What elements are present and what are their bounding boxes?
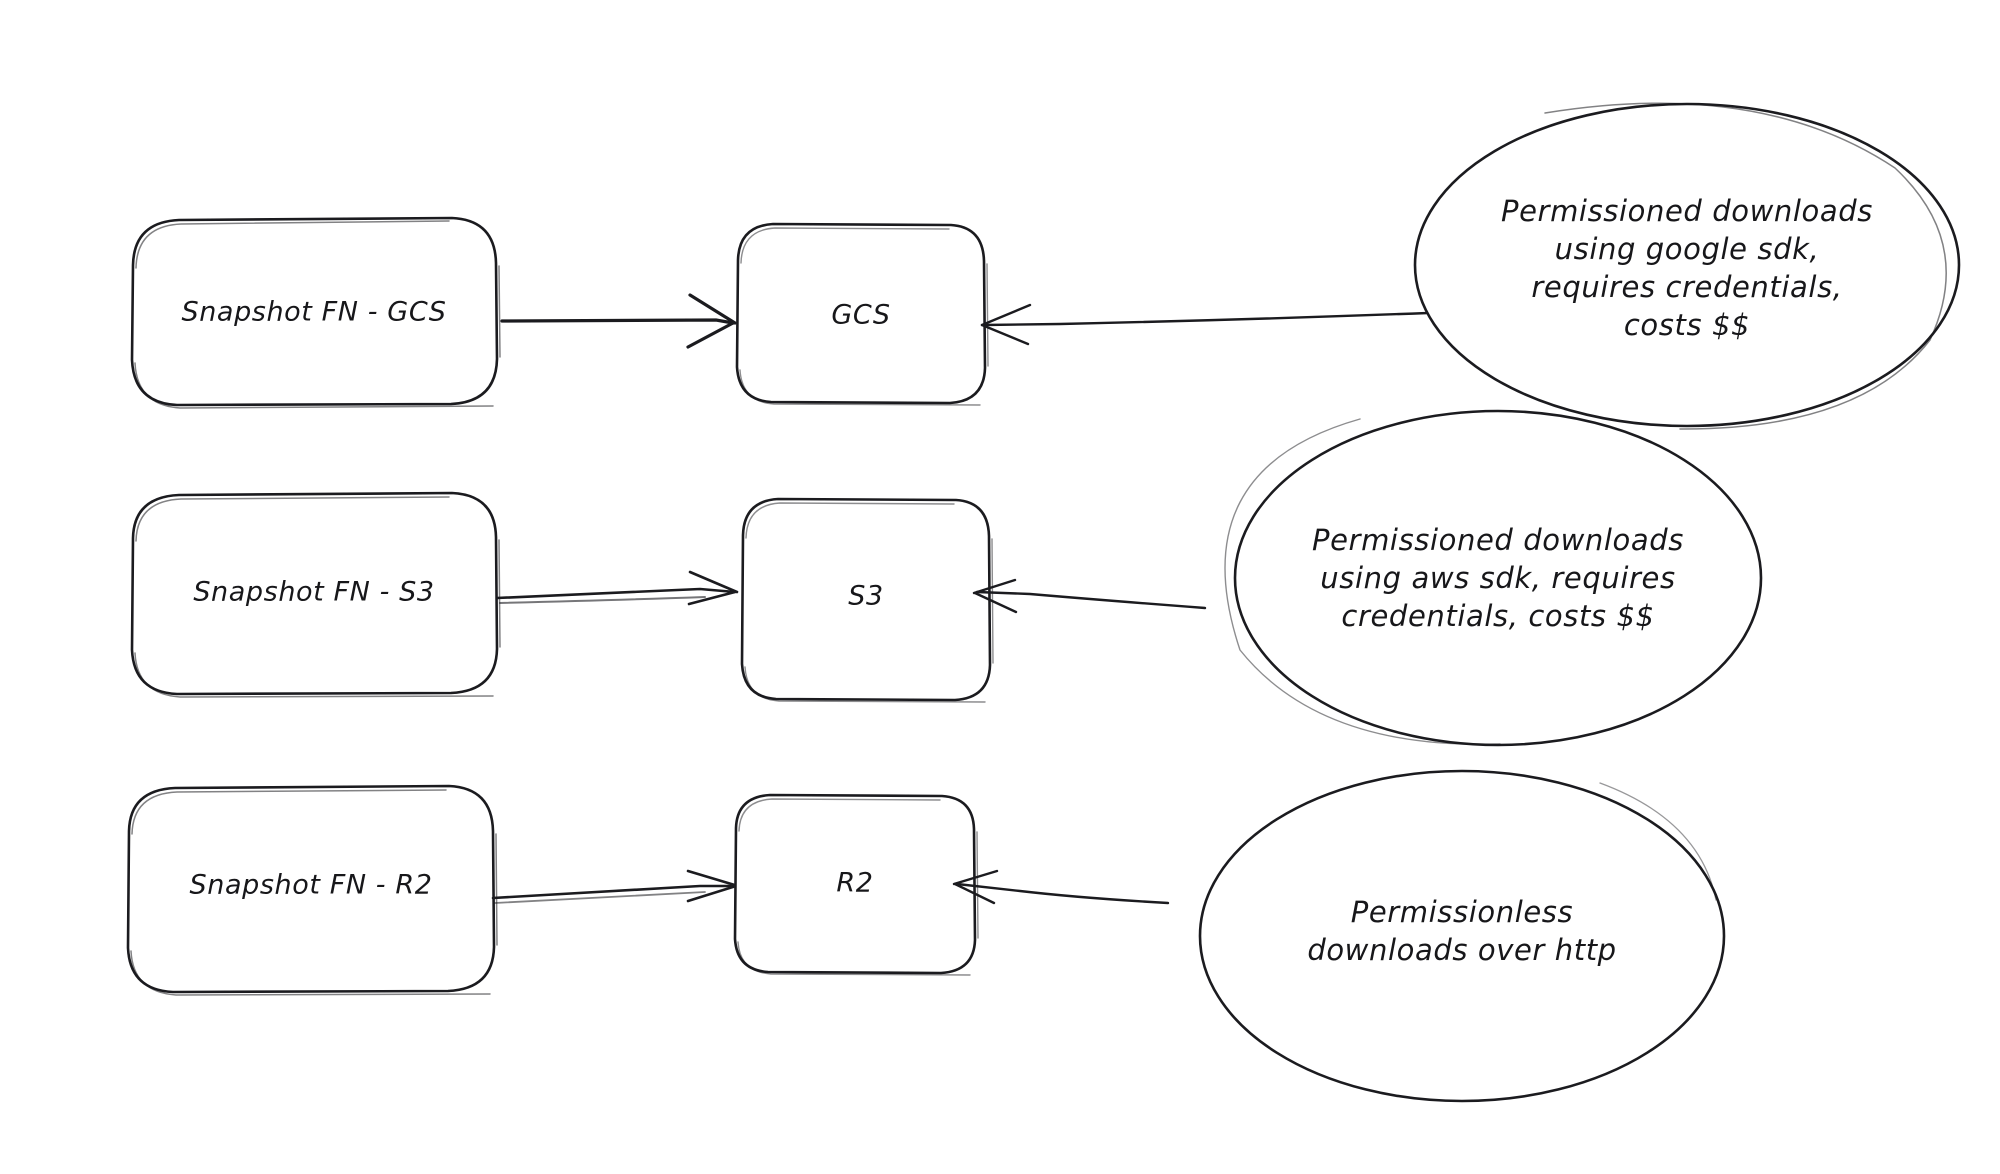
node-label-gcs: GCS <box>831 300 890 331</box>
node-r2[interactable]: R2 <box>733 793 979 976</box>
note-s3-line-2: using aws sdk, requires <box>1320 561 1675 595</box>
node-label-snapshot-fn-s3: Snapshot FN - S3 <box>193 577 434 608</box>
edge-note-r2-to-r2 <box>952 869 1170 905</box>
node-s3[interactable]: S3 <box>740 497 994 703</box>
note-s3-line-3: credentials, costs $$ <box>1341 599 1654 633</box>
node-label-r2: R2 <box>836 868 873 899</box>
edge-note-s3-to-s3 <box>972 578 1207 614</box>
node-label-snapshot-fn-gcs: Snapshot FN - GCS <box>181 297 446 328</box>
node-snapshot-fn-r2[interactable]: Snapshot FN - R2 <box>126 784 498 996</box>
note-gcs-line-3: requires credentials, <box>1531 270 1842 304</box>
node-gcs[interactable]: GCS <box>735 222 989 406</box>
note-gcs[interactable]: Permissioned downloads using google sdk,… <box>1413 102 1961 430</box>
note-s3-line-1: Permissioned downloads <box>1312 523 1684 557</box>
note-r2-line-2: downloads over http <box>1307 933 1616 967</box>
note-s3[interactable]: Permissioned downloads using aws sdk, re… <box>1224 409 1763 747</box>
node-snapshot-fn-gcs[interactable]: Snapshot FN - GCS <box>130 216 501 409</box>
edge-snapshot-gcs-to-gcs <box>500 293 737 349</box>
edge-snapshot-r2-to-r2 <box>491 869 740 904</box>
note-r2[interactable]: Permissionless downloads over http <box>1198 769 1726 1103</box>
node-snapshot-fn-s3[interactable]: Snapshot FN - S3 <box>130 491 501 698</box>
note-gcs-line-4: costs $$ <box>1624 308 1750 342</box>
edge-note-gcs-to-gcs <box>980 303 1430 346</box>
edge-snapshot-s3-to-s3 <box>495 570 739 606</box>
note-r2-line-1: Permissionless <box>1351 895 1573 929</box>
note-gcs-line-1: Permissioned downloads <box>1501 194 1873 228</box>
note-gcs-line-2: using google sdk, <box>1555 232 1820 266</box>
node-label-s3: S3 <box>848 581 884 612</box>
node-label-snapshot-fn-r2: Snapshot FN - R2 <box>190 870 433 901</box>
